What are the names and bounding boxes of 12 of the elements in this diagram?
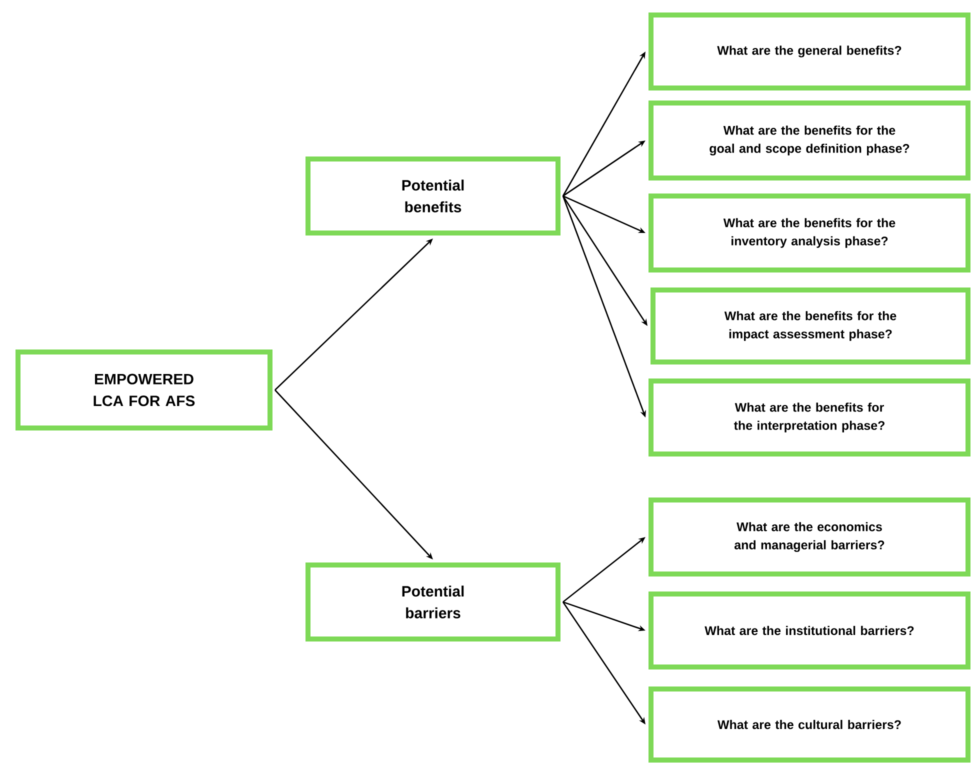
box: What are the general benefits?: [648, 12, 970, 90]
box: EMPOWERED LCA FOR AFS: [16, 350, 272, 430]
box: What are the benefits for the interpretation phase?: [648, 378, 970, 456]
box: What are the benefits for the inventory analysis phase?: [648, 194, 970, 272]
box: What are the economics and managerial barriers?: [648, 498, 970, 576]
box: What are the benefits for the goal and scope definition phase?: [648, 100, 970, 180]
box: Potential benefits: [306, 156, 560, 236]
box: What are the benefits for the impact assessment phase?: [650, 288, 970, 364]
arrow: [274, 238, 433, 390]
box: What are the cultural barriers?: [648, 686, 970, 762]
box: Potential barriers: [306, 562, 560, 642]
box: What are the institutional barriers?: [648, 592, 970, 670]
